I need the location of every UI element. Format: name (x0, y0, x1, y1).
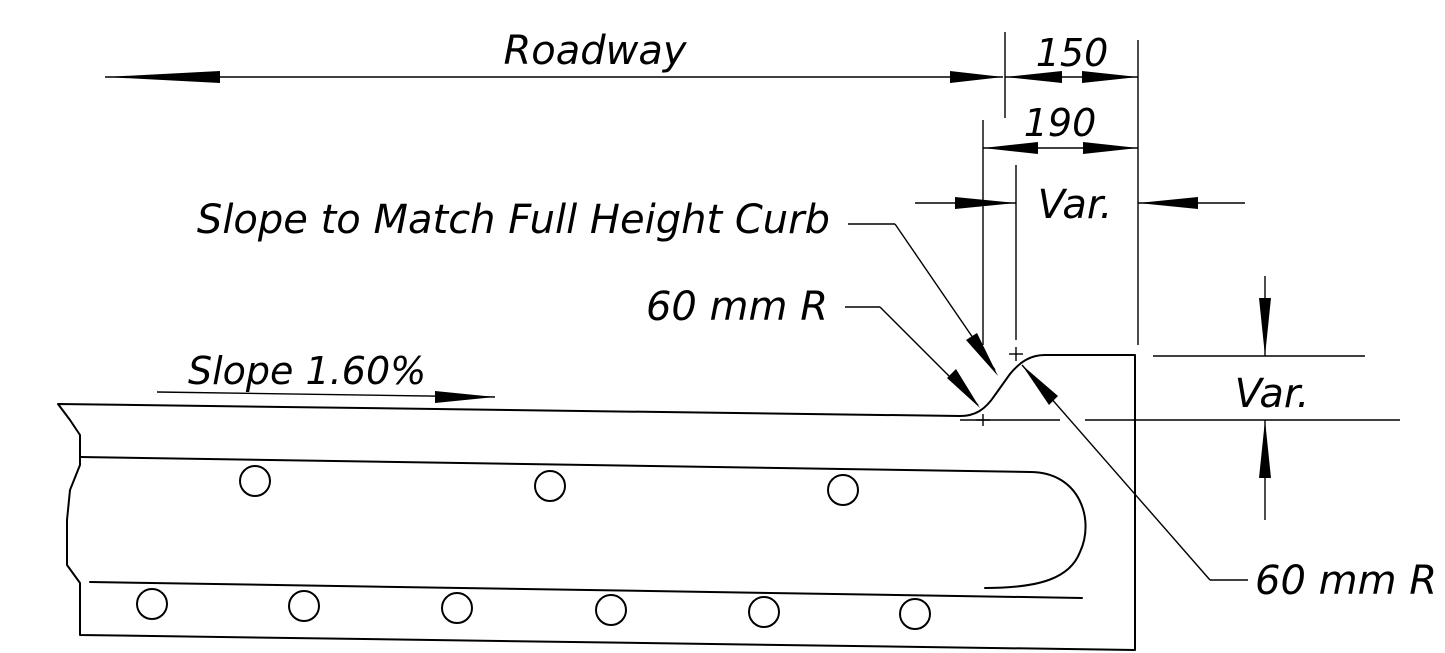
roadway-label: Roadway (503, 28, 687, 74)
var-right-label: Var. (1235, 371, 1310, 417)
rebar-circle (136, 588, 168, 620)
slope-indicator: Slope 1.60% (156, 349, 496, 403)
radius-upper-label: 60 mm R (646, 284, 828, 330)
dimension-150: 150 (1004, 31, 1139, 345)
dim-190-label: 190 (1024, 101, 1097, 145)
arrowhead-left-icon (1138, 197, 1198, 209)
var-top-label: Var. (1038, 182, 1113, 228)
var-right-dimension: Var. (960, 276, 1400, 520)
rebar-circles (136, 465, 931, 630)
arrowhead-right-icon (1082, 71, 1138, 83)
slab-outline (57, 354, 1136, 651)
arrowhead-up-icon (1259, 420, 1271, 478)
arrowhead-left-icon (1005, 71, 1062, 83)
slope-label: Slope 1.60% (188, 349, 426, 393)
arrowhead-left-icon (983, 142, 1038, 154)
rebar-circle (827, 474, 859, 506)
var-top-dimension: Var. (915, 165, 1245, 340)
dimension-190: 190 (982, 101, 1138, 345)
slope-to-match-leader: Slope to Match Full Height Curb (197, 197, 998, 376)
rebar-circle (748, 596, 780, 628)
rebar-circle (899, 598, 931, 630)
radius-upper-leader: 60 mm R (646, 284, 980, 408)
arrowhead-icon (947, 369, 980, 408)
radius-lower-leader: 60 mm R (1021, 364, 1437, 604)
slope-to-match-label: Slope to Match Full Height Curb (197, 197, 830, 243)
dim-150-label: 150 (1036, 31, 1109, 75)
arrowhead-right-icon (950, 71, 1003, 83)
arrowhead-right-icon (1083, 142, 1138, 154)
reinforcement-bars (79, 456, 1087, 599)
radius-lower-label: 60 mm R (1255, 558, 1437, 604)
arrowhead-icon (1022, 365, 1058, 405)
rebar-circle (239, 465, 271, 497)
arrowhead-down-icon (1259, 298, 1271, 356)
arrowhead-left-icon (105, 71, 220, 83)
arrowhead-icon (966, 333, 998, 376)
arrowhead-right-icon (435, 391, 495, 403)
rebar-circle (288, 590, 320, 622)
rebar-circle (534, 470, 566, 502)
rebar-circle (595, 594, 627, 626)
rebar-circle (441, 592, 473, 624)
arrowhead-right-icon (955, 197, 1016, 209)
roadway-dimension: Roadway (105, 28, 1003, 83)
